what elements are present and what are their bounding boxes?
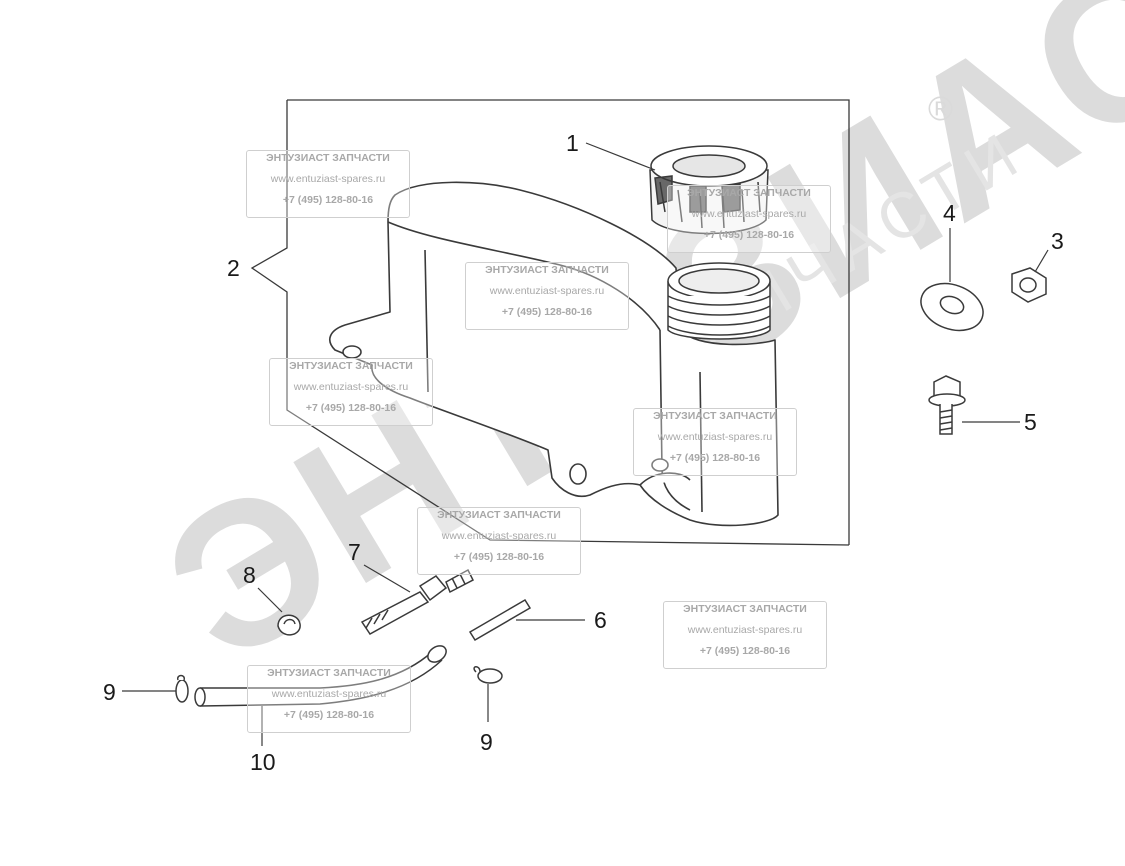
- watermark-stamp: ЭНТУЗИАСТ ЗАПЧАСТИ www.entuziast-spares.…: [269, 358, 433, 426]
- callout-5[interactable]: 5: [1024, 409, 1037, 435]
- flange-bolt: [928, 375, 966, 435]
- callout-9-left[interactable]: 9: [103, 679, 116, 705]
- callout-1[interactable]: 1: [566, 130, 579, 156]
- callout-8[interactable]: 8: [243, 562, 256, 588]
- watermark-stamp: ЭНТУЗИАСТ ЗАПЧАСТИ www.entuziast-spares.…: [417, 507, 581, 575]
- flange-nut: [1011, 267, 1047, 303]
- watermark-stamp: ЭНТУЗИАСТ ЗАПЧАСТИ www.entuziast-spares.…: [247, 665, 411, 733]
- callout-9-right[interactable]: 9: [480, 729, 493, 755]
- fuel-tank: [329, 181, 779, 527]
- hose-clamp-left: [175, 674, 189, 703]
- fuel-hose: [194, 645, 447, 707]
- hose-clamp-right: [473, 666, 503, 684]
- callout-leaders: [122, 142, 1049, 746]
- breather-rod: [468, 598, 532, 642]
- callout-6[interactable]: 6: [594, 607, 607, 633]
- callout-4[interactable]: 4: [943, 200, 956, 226]
- watermark-stamp: ЭНТУЗИАСТ ЗАПЧАСТИ www.entuziast-spares.…: [246, 150, 410, 218]
- fuel-tap-stud: [360, 568, 475, 635]
- hose-clip: [277, 614, 301, 636]
- callout-3[interactable]: 3: [1051, 228, 1064, 254]
- watermark-stamp: ЭНТУЗИАСТ ЗАПЧАСТИ www.entuziast-spares.…: [465, 262, 629, 330]
- washer: [920, 282, 984, 332]
- watermark-stamp: ЭНТУЗИАСТ ЗАПЧАСТИ www.entuziast-spares.…: [663, 601, 827, 669]
- callout-10[interactable]: 10: [250, 749, 276, 775]
- assembly-bracket: [250, 99, 850, 546]
- callout-2[interactable]: 2: [227, 255, 240, 281]
- registered-mark: ®: [928, 90, 954, 128]
- watermark-stamp: ЭНТУЗИАСТ ЗАПЧАСТИ www.entuziast-spares.…: [633, 408, 797, 476]
- callout-7[interactable]: 7: [348, 539, 361, 565]
- filler-neck: [667, 262, 771, 340]
- watermark-stamp: ЭНТУЗИАСТ ЗАПЧАСТИ www.entuziast-spares.…: [667, 185, 831, 253]
